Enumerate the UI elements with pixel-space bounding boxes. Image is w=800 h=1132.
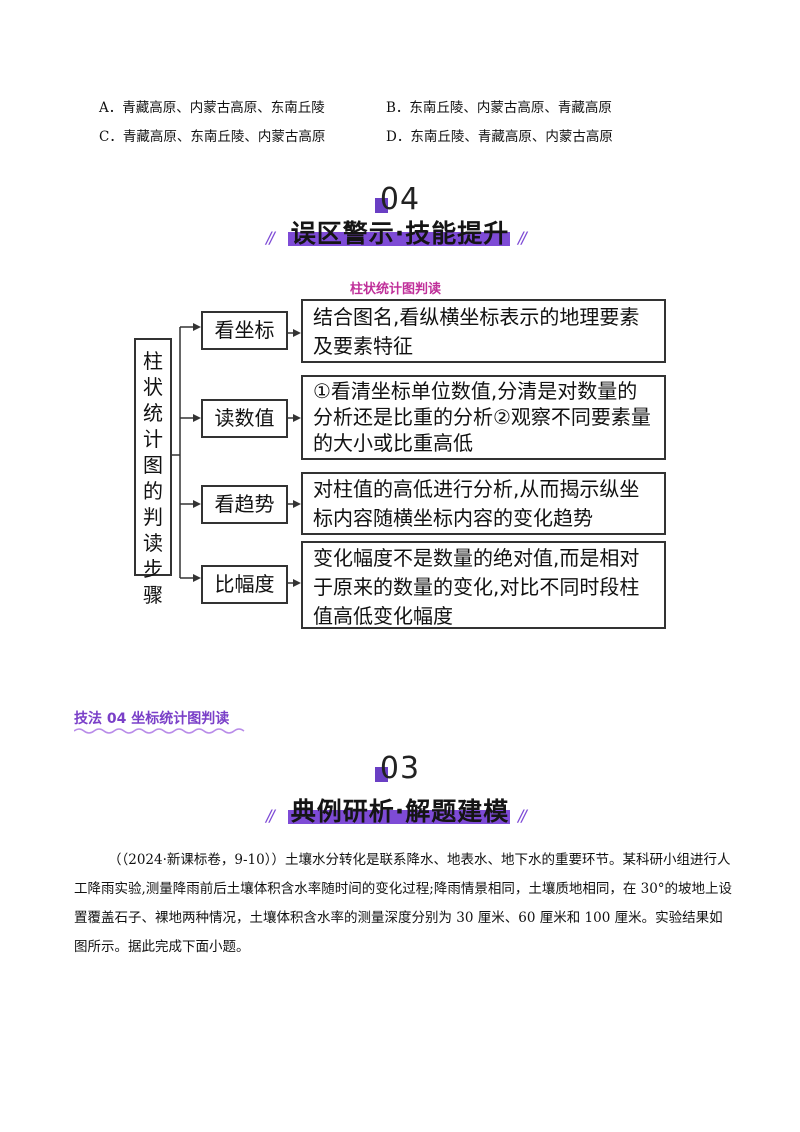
option-b: B．东南丘陵、内蒙古高原、青藏高原 (386, 100, 612, 116)
flow-root-label: 柱状统计图的判读步骤 (143, 349, 163, 607)
flow-step-label: 读数值 (214, 406, 275, 430)
flow-desc-text: 结合图名,看纵横坐标表示的地理要素及要素特征 (313, 305, 640, 358)
flow-root-box: 柱状统计图的判读步骤 (134, 338, 172, 607)
flow-step-label: 看坐标 (214, 318, 275, 342)
section-number: 04 (379, 182, 421, 217)
section-number: 03 (379, 751, 421, 786)
technique-heading: 技法 04 坐标统计图判读 (74, 711, 230, 727)
flow-desc-text: ①看清坐标单位数值,分清是对数量的分析还是比重的分析②观察不同要素量的大小或比重… (313, 379, 651, 455)
flow-step-box: 看趋势 (201, 485, 288, 524)
flow-desc-box: 变化幅度不是数量的绝对值,而是相对于原来的数量的变化,对比不同时段柱值高低变化幅… (301, 541, 666, 629)
flow-step-box: 看坐标 (201, 311, 288, 350)
wave-underline (74, 728, 245, 734)
question-text: （（2024·新课标卷，9-10））土壤水分转化是联系降水、地表水、地下水的重要… (74, 852, 733, 955)
flow-step-box: 比幅度 (201, 565, 288, 604)
flow-desc-box: 对柱值的高低进行分析,从而揭示纵坐标内容随横坐标内容的变化趋势 (301, 472, 666, 535)
slash-decoration: // (266, 228, 275, 247)
diagram-caption: 柱状统计图判读 (350, 282, 442, 297)
flow-desc-box: 结合图名,看纵横坐标表示的地理要素及要素特征 (301, 299, 666, 363)
option-a: A．青藏高原、内蒙古高原、东南丘陵 (99, 100, 325, 116)
slash-decoration: // (266, 806, 275, 825)
flow-step-label: 比幅度 (214, 572, 275, 596)
slash-decoration: // (518, 228, 527, 247)
flow-desc-text: 对柱值的高低进行分析,从而揭示纵坐标内容随横坐标内容的变化趋势 (313, 477, 640, 530)
slash-decoration: // (518, 806, 527, 825)
flow-step-label: 看趋势 (214, 492, 275, 516)
option-c: C．青藏高原、东南丘陵、内蒙古高原 (99, 129, 326, 145)
option-d: D．东南丘陵、青藏高原、内蒙古高原 (386, 129, 613, 145)
flow-step-box: 读数值 (201, 399, 288, 438)
section-title: 典例研析·解题建模 (290, 797, 510, 826)
flow-desc-box: ①看清坐标单位数值,分清是对数量的分析还是比重的分析②观察不同要素量的大小或比重… (301, 375, 666, 460)
flow-desc-text: 变化幅度不是数量的绝对值,而是相对于原来的数量的变化,对比不同时段柱值高低变化幅… (313, 546, 640, 628)
section-title: 误区警示·技能提升 (290, 219, 510, 248)
